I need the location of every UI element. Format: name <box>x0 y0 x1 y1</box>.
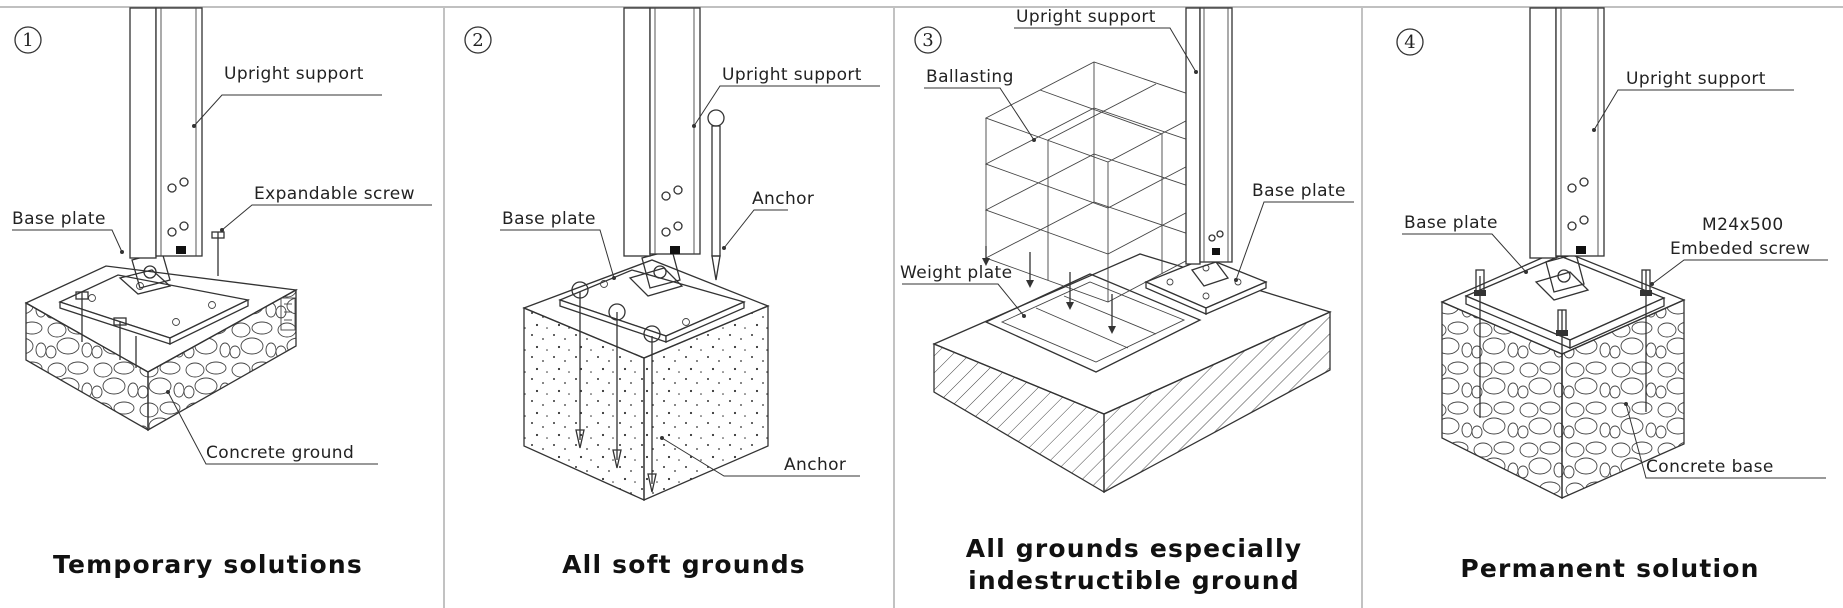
label-base-plate: Base plate <box>1252 181 1346 201</box>
embedded-screws <box>1474 269 1652 452</box>
ballasting-cage <box>984 61 1220 303</box>
placement-arrows <box>982 246 1116 334</box>
label-concrete-ground: Concrete ground <box>206 443 354 463</box>
label-weight-plate: Weight plate <box>900 263 1013 283</box>
panel-4: 4 <box>1396 7 1828 583</box>
caption-line-2: indestructible ground <box>968 566 1300 595</box>
label-expandable-screw: Expandable screw <box>254 184 415 204</box>
panel-1: 1 <box>12 7 432 579</box>
expandable-screws <box>75 231 225 368</box>
caption-line-1: All grounds especially <box>966 534 1302 563</box>
step-number: 1 <box>22 30 33 51</box>
upright-support <box>129 7 203 259</box>
base-plate <box>558 249 746 343</box>
upright-support <box>1529 7 1605 259</box>
base-plate <box>1144 257 1268 315</box>
base-plate <box>1464 253 1666 350</box>
label-embeded-screw: Embeded screw <box>1670 239 1810 259</box>
step-number-circle <box>1396 28 1424 56</box>
warning-sticker-icon <box>280 297 296 331</box>
step-number: 4 <box>1404 32 1415 53</box>
panel-2: 2 <box>464 7 880 579</box>
upright-support <box>1185 7 1233 265</box>
caption-line: Permanent solution <box>1460 554 1759 583</box>
label-upright-support: Upright support <box>224 64 364 84</box>
label-upright-support: Upright support <box>1016 7 1156 27</box>
label-screw-size: M24x500 <box>1702 215 1784 235</box>
upright-support <box>623 7 701 257</box>
step-number-circle <box>14 26 42 54</box>
label-anchor: Anchor <box>784 455 846 475</box>
label-base-plate: Base plate <box>12 209 106 229</box>
label-base-plate: Base plate <box>502 209 596 229</box>
label-ballasting: Ballasting <box>926 67 1014 87</box>
step-number: 2 <box>472 30 483 51</box>
panel-3: 3 <box>900 7 1354 595</box>
caption-line: All soft grounds <box>562 550 806 579</box>
label-base-plate: Base plate <box>1404 213 1498 233</box>
step-number-circle <box>464 26 492 54</box>
step-number-circle <box>914 26 942 54</box>
standalone-anchor <box>707 109 725 281</box>
label-upright-support: Upright support <box>722 65 862 85</box>
weight-plate-frame <box>984 273 1202 373</box>
label-upright-support: Upright support <box>1626 69 1766 89</box>
caption-line: Temporary solutions <box>53 550 363 579</box>
label-anchor: Anchor <box>752 189 814 209</box>
label-concrete-base: Concrete base <box>1646 457 1774 477</box>
step-number: 3 <box>922 30 933 51</box>
base-plate <box>58 251 251 346</box>
ground-anchors <box>571 281 661 493</box>
